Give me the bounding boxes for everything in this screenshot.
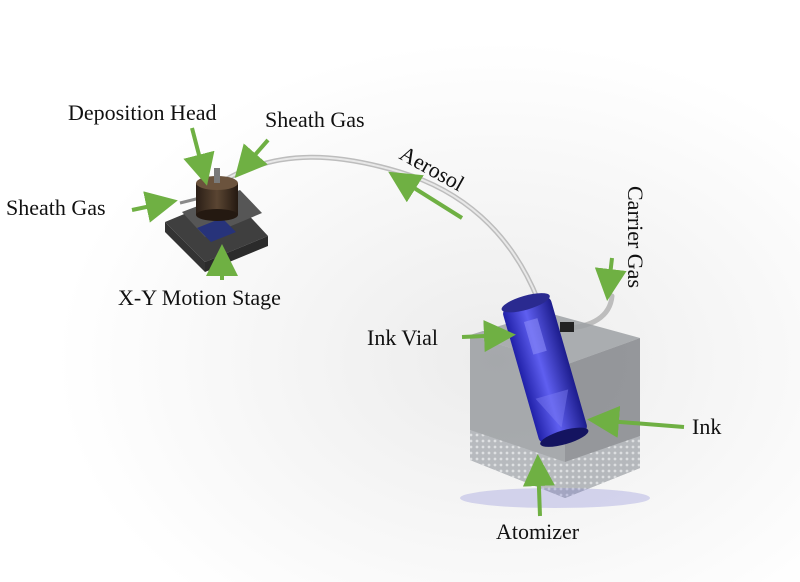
- sheath-gas-top-label: Sheath Gas: [265, 107, 365, 132]
- atomizer-arrow: [522, 454, 555, 517]
- deposition-head-label: Deposition Head: [68, 100, 216, 125]
- deposition-head-arrow: [183, 127, 215, 186]
- carrier-gas-label: Carrier Gas: [623, 186, 648, 288]
- ink-vial-arrow: [461, 320, 516, 353]
- ink-vial-label: Ink Vial: [367, 325, 438, 350]
- atomizer-label: Atomizer: [496, 519, 580, 544]
- sheath-gas-left-label: Sheath Gas: [6, 195, 106, 220]
- motion-stage-label: X-Y Motion Stage: [118, 285, 281, 310]
- carrier-gas-fitting: [560, 322, 574, 332]
- aerosol-direction-arrow: [388, 171, 464, 220]
- sheath-gas-left-arrow: [131, 191, 178, 223]
- carrier-gas-arrow: [594, 257, 627, 301]
- ink-vial: [501, 293, 589, 447]
- deposition-head: [196, 168, 238, 221]
- ink-arrow: [587, 405, 685, 438]
- ink-label: Ink: [692, 414, 721, 439]
- arrows: [131, 127, 685, 517]
- sheath-gas-top-arrow: [234, 138, 270, 179]
